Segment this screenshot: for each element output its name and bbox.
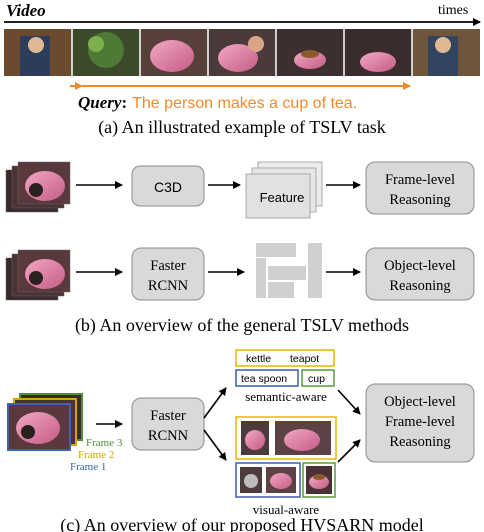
faster-rcnn-b-line1: Faster: [150, 258, 186, 274]
faster-rcnn-c-line2: RCNN: [148, 428, 189, 444]
arrow-c-to-visual: [203, 429, 227, 461]
tag-kettle: kettle: [246, 353, 271, 365]
arrow-c-to-semantic: [203, 387, 227, 419]
c3d-box: [131, 165, 205, 207]
feature-stack: Feature: [245, 161, 323, 219]
frame1-label: Frame 1: [70, 461, 106, 473]
arrow-semantic-to-output: [337, 389, 361, 415]
panel-b: C3D Feature Frame-level Reasoning Faster…: [5, 161, 475, 336]
frame-stack-row2: [5, 249, 71, 301]
tag-cup: cup: [308, 373, 325, 385]
output-line1: Object-level: [384, 394, 456, 410]
object-frame-reasoning-box: [365, 383, 475, 463]
times-label: times: [438, 3, 468, 18]
frame-level-reasoning-box: [365, 161, 475, 215]
caption-b: (b) An overview of the general TSLV meth…: [75, 315, 409, 336]
object-level-line1: Object-level: [384, 258, 456, 274]
frame-stack-row1: [5, 161, 71, 213]
video-label: Video: [6, 1, 46, 20]
c3d-label: C3D: [154, 179, 182, 195]
frame3-label: Frame 3: [86, 437, 123, 449]
output-line2: Frame-level: [385, 414, 455, 430]
frame-level-line2: Reasoning: [389, 192, 450, 208]
frame-stack-colored: [7, 393, 83, 451]
object-feature-blocks: [256, 243, 322, 298]
tag-tea-spoon: tea spoon: [241, 373, 287, 385]
semantic-tag-yellow: [235, 349, 335, 367]
faster-rcnn-box-b: [131, 247, 205, 301]
faster-rcnn-c-line1: Faster: [150, 408, 186, 424]
arrow-visual-to-output: [337, 439, 361, 463]
faster-rcnn-b-line2: RCNN: [148, 278, 189, 294]
semantic-tag-blue: [235, 369, 299, 387]
semantic-tag-green: [301, 369, 335, 387]
video-frame-strip: [4, 29, 480, 76]
caption-a: (a) An illustrated example of TSLV task: [98, 117, 386, 138]
query-colon: :: [121, 93, 127, 112]
query-line: Query: The person makes a cup of tea.: [78, 93, 357, 112]
panel-a: Video times: [4, 1, 481, 138]
feature-label: Feature: [260, 190, 305, 205]
visual-aware-label: visual-aware: [253, 502, 320, 517]
faster-rcnn-box-c: [131, 397, 205, 451]
panel-c: Frame 3 Frame 2 Frame 1 Faster RCNN kett…: [7, 349, 475, 532]
tag-teapot: teapot: [290, 353, 319, 365]
object-level-reasoning-box: [365, 247, 475, 301]
output-line3: Reasoning: [389, 434, 450, 450]
query-text: The person makes a cup of tea.: [132, 95, 357, 112]
query-label: Query: [78, 93, 122, 112]
caption-c: (c) An overview of our proposed HVSARN m…: [60, 515, 423, 532]
frame-level-line1: Frame-level: [385, 172, 455, 188]
semantic-aware-label: semantic-aware: [245, 389, 327, 404]
object-level-line2: Reasoning: [389, 278, 450, 294]
frame2-label: Frame 2: [78, 449, 114, 461]
